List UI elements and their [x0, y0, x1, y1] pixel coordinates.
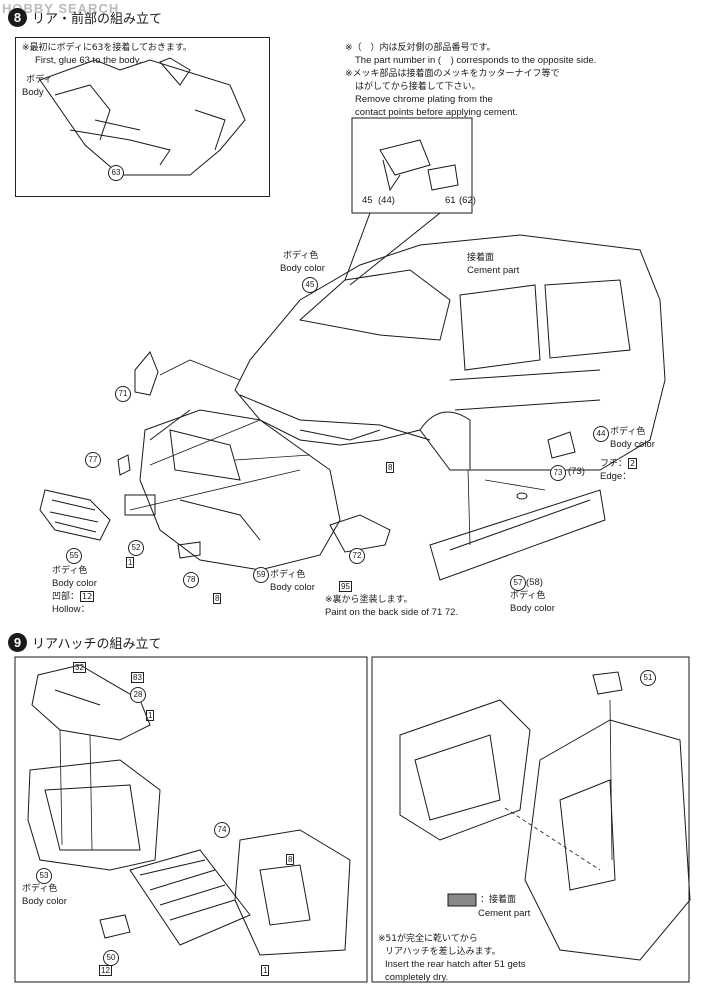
hatch-note-en-1: Insert the rear hatch after 51 gets	[385, 959, 526, 970]
part-74-label: 74	[214, 822, 230, 838]
ph-code: 8	[286, 854, 295, 865]
glue-note-jp: ※最初にボディに63を接着しておきます。	[22, 43, 192, 53]
ph-code: 1	[261, 965, 270, 976]
body-color-55-jp: ボディ色	[52, 566, 88, 576]
hollow-jp: 凹部：12	[52, 591, 95, 602]
paint-back-jp: ※裏から塗装します。	[325, 595, 413, 605]
part-72-label: 72	[349, 548, 365, 564]
note-right-5: Remove chrome plating from the	[355, 94, 493, 105]
ph-code: 12	[80, 591, 95, 602]
body-color-53-en: Body color	[22, 896, 67, 907]
part-58-label: (58)	[526, 577, 543, 588]
note-right-2: The part number in ( ) corresponds to th…	[355, 55, 597, 66]
ph-code: 8	[386, 462, 395, 473]
car-body-drawing	[234, 234, 666, 471]
step9-badge: 9	[8, 633, 27, 652]
cement-part-jp: 接着面	[467, 253, 495, 263]
edge-en: Edge：	[600, 471, 632, 482]
part-77-label: 77	[85, 452, 101, 468]
hatch-note-en-2: completely dry.	[385, 972, 449, 983]
part-71-label: 71	[115, 386, 131, 402]
edge-jp: フチ：2	[600, 458, 638, 469]
hatch-frame	[27, 759, 161, 871]
inset-label-44: (44)	[378, 195, 395, 206]
note-right-1: ※（ ）内は反対側の部品番号です。	[345, 43, 496, 53]
body-color-44-en: Body color	[610, 439, 655, 450]
grille-drawing	[39, 489, 111, 541]
note-right-6: contact points before applying cement.	[355, 107, 518, 118]
part-45-label: 45	[302, 277, 318, 293]
body-color-57-jp: ボディ色	[510, 591, 546, 601]
watermark-text: HOBBY SEARCH	[2, 1, 120, 16]
glue-note-en: First, glue 63 to the body.	[35, 55, 142, 66]
inset-label-45: 45	[362, 195, 373, 206]
part-55-label: 55	[66, 548, 82, 564]
hatch-note-jp-2: リアハッチを差し込みます。	[385, 947, 501, 957]
part-44-label: 44	[593, 426, 609, 442]
step8-badge: 8	[8, 8, 27, 27]
body-color-53-jp: ボディ色	[22, 884, 58, 894]
cement-legend-en: Cement part	[478, 908, 531, 919]
part-57-label: 57	[510, 575, 526, 591]
part-28-label: 28	[130, 687, 146, 703]
part-51-label: 51	[640, 670, 656, 686]
step9-title: リアハッチの組み立て	[32, 637, 162, 652]
part-50-label: 50	[103, 950, 119, 966]
hatch-open	[399, 699, 531, 841]
body-label-jp: ボディ	[26, 75, 53, 85]
hatch-inner-panel	[31, 664, 151, 741]
paint-back-en: Paint on the back side of 71 72.	[325, 607, 459, 618]
part-73-label: 73	[550, 465, 566, 481]
side-skirt-drawing	[429, 489, 606, 581]
part-52-label: 52	[128, 540, 144, 556]
body-color-59-en: Body color	[270, 582, 315, 593]
front-bumper-drawing	[139, 409, 341, 571]
body-color-45-en: Body color	[280, 263, 325, 274]
ph-code: 8	[213, 593, 222, 604]
note-right-3: ※メッキ部品は接着面のメッキをカッターナイフ等で	[345, 69, 560, 79]
body-color-59-jp: ボディ色	[270, 570, 306, 580]
part-78-label: 78	[183, 572, 199, 588]
step8-spoiler-frame	[15, 37, 270, 197]
step9-right-frame	[371, 656, 690, 983]
ph-code: 83	[131, 672, 144, 683]
note-right-4: はがしてから接着して下さい。	[355, 82, 481, 92]
spoiler-drawing	[39, 57, 246, 176]
hatch-note-jp-1: ※51が完全に乾いてから	[378, 934, 478, 944]
lamp-71-drawing	[134, 351, 159, 396]
body-color-45-jp: ボディ色	[283, 251, 319, 261]
ph-code: 12	[99, 965, 112, 976]
cement-legend-jp: ：接着面	[480, 895, 517, 905]
ph-code: 1	[126, 557, 135, 568]
mirror-inset-frame	[351, 117, 473, 214]
part-59-label: 59	[253, 567, 269, 583]
body-color-44-jp: ボディ色	[610, 427, 646, 437]
ph-code: 2	[628, 458, 638, 469]
part-53-label: 53	[36, 868, 52, 884]
part-73b-label: (73)	[568, 466, 585, 477]
rear-glass	[129, 849, 251, 946]
inset-label-62: (62)	[459, 195, 476, 206]
rear-hatch-shell	[234, 829, 351, 956]
part-63-label: 63	[108, 165, 124, 181]
body-label-en: Body	[22, 87, 44, 98]
car-rear-body	[524, 719, 691, 961]
part51-drawing	[592, 671, 623, 695]
ph-code: 1	[146, 710, 155, 721]
body-color-57-en: Body color	[510, 603, 555, 614]
ph-code: 95	[339, 581, 352, 592]
body-color-55-en: Body color	[52, 578, 97, 589]
ph-code: 32	[73, 662, 86, 673]
cement-part-en: Cement part	[467, 265, 520, 276]
hollow-en: Hollow：	[52, 604, 91, 615]
step9-left-frame	[14, 656, 368, 983]
step8-title: リア・前部の組み立て	[32, 12, 163, 27]
cement-swatch	[447, 893, 477, 907]
inset-label-61: 61	[445, 195, 456, 206]
